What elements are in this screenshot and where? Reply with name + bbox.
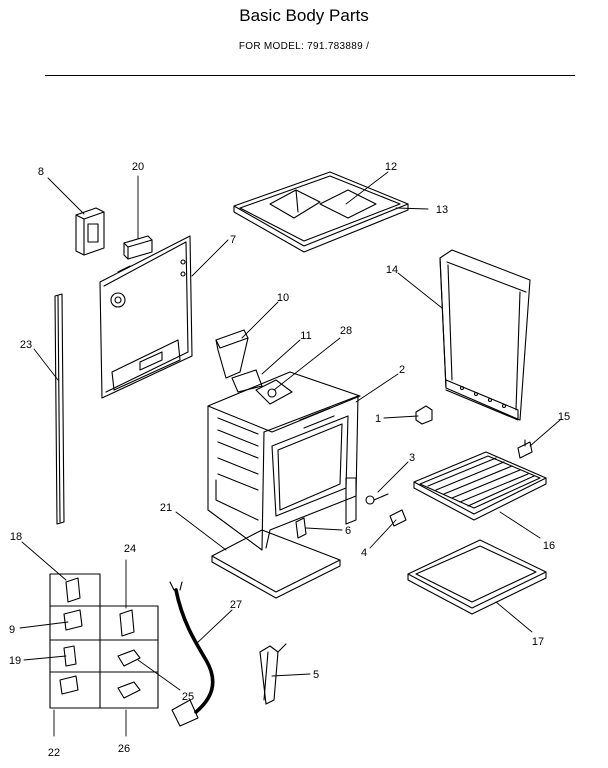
model-number: 791.783889 /	[307, 41, 370, 52]
callout-24: 24	[124, 543, 136, 555]
callout-23: 23	[20, 339, 32, 351]
page-title: Basic Body Parts	[239, 6, 369, 25]
part-27-power-cord	[169, 581, 215, 727]
callout-13: 13	[436, 204, 448, 216]
hardware-grid	[49, 573, 159, 709]
leader-lines	[19, 171, 561, 737]
callout-18: 18	[10, 531, 22, 543]
callout-1: 1	[375, 413, 381, 425]
model-line: FOR MODEL: 791.783889 /	[0, 41, 608, 52]
callout-labels: 8 20 7 12 13 14 23 10 11 28 2 1 15 3 21 …	[9, 161, 570, 759]
part-8-bracket	[75, 207, 105, 256]
part-3-screw	[365, 493, 389, 505]
part-17-broiler-pan	[407, 539, 547, 615]
callout-21: 21	[160, 502, 172, 514]
callout-26: 26	[118, 743, 130, 755]
part-4-foot	[389, 509, 407, 527]
part-28-vent-part	[255, 379, 293, 405]
callout-17: 17	[532, 636, 544, 648]
part-21-base-pan	[211, 529, 341, 599]
callout-10: 10	[277, 292, 289, 304]
callout-5: 5	[313, 669, 319, 681]
callout-16: 16	[543, 540, 555, 552]
part-20-block	[123, 235, 153, 260]
header-rule	[45, 75, 575, 76]
callout-27: 27	[230, 599, 242, 611]
callout-9: 9	[9, 624, 15, 636]
part-10-vent-duct	[215, 329, 263, 393]
callout-20: 20	[132, 161, 144, 173]
callout-8: 8	[38, 166, 44, 178]
part-6-bracket	[295, 517, 307, 539]
part-23-gasket	[54, 293, 65, 525]
callout-22: 22	[48, 747, 60, 759]
part-7-rear-panel	[99, 235, 193, 399]
part-13-cooktop	[233, 171, 409, 253]
callout-28: 28	[340, 325, 352, 337]
callout-11: 11	[300, 330, 311, 342]
part-14-door-frame	[439, 249, 531, 421]
part-5-bracket	[259, 643, 287, 705]
part-2-oven-body	[207, 371, 361, 551]
callout-3: 3	[409, 452, 415, 464]
callout-6: 6	[345, 525, 351, 537]
part-1-clip	[415, 405, 433, 425]
callout-7: 7	[230, 234, 236, 246]
callout-12: 12	[385, 161, 397, 173]
callout-14: 14	[386, 264, 398, 276]
part-16-oven-rack	[413, 451, 547, 521]
part-15-leveler	[517, 439, 533, 459]
callout-2: 2	[399, 364, 405, 376]
model-label: FOR MODEL:	[238, 41, 305, 52]
callout-25: 25	[182, 691, 194, 703]
callout-19: 19	[9, 655, 21, 667]
callout-4: 4	[361, 547, 367, 559]
callout-15: 15	[558, 411, 570, 423]
